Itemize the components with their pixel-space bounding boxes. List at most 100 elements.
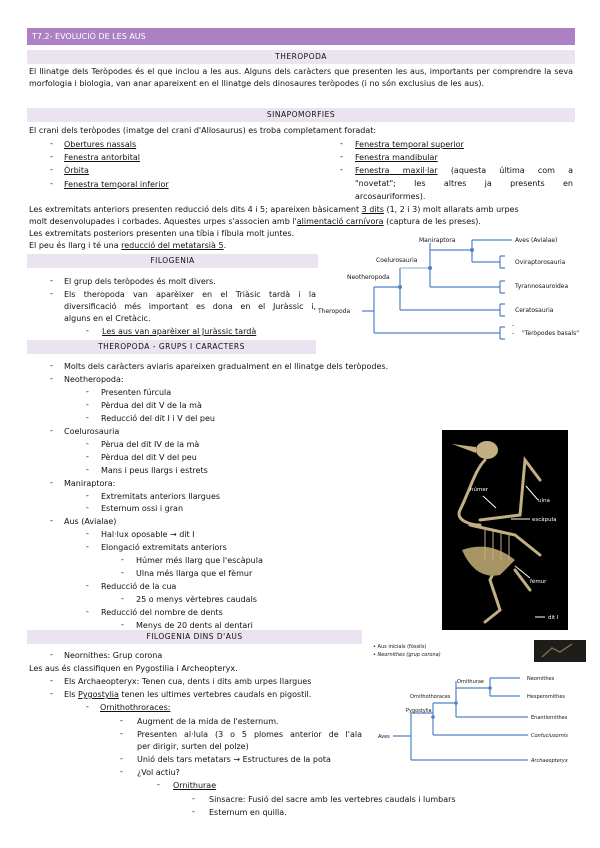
bullet: -	[86, 607, 89, 617]
bullet: -	[50, 477, 53, 487]
grups-item: Aus (Avialae)	[64, 517, 117, 527]
bullet: -	[340, 139, 343, 148]
grups-item: Molts dels caràcters aviaris apareixen g…	[64, 362, 389, 371]
aus-item: Presenten al·lula (3 o 5 plomes anterior…	[137, 730, 362, 739]
tree-branch	[429, 243, 500, 288]
bullet: -	[50, 361, 53, 370]
bullet: -	[86, 490, 89, 500]
grups-item: Reducció del dit I i V del peu	[101, 413, 215, 423]
label-escapula: escàpula	[532, 516, 557, 523]
grups-item: 25 o menys vèrtebres caudals	[136, 595, 257, 605]
fossil-image	[534, 640, 586, 662]
bullet: -	[121, 594, 124, 604]
arrow	[482, 495, 497, 509]
tree-node	[454, 701, 458, 705]
text: 3 dits	[361, 205, 384, 214]
text: El peu és llarg i té una	[29, 241, 122, 250]
clade-label-oviraptorosauria: Oviraptorosauria	[515, 259, 566, 266]
bullet: -	[120, 767, 123, 776]
clade-label-archaeopteryx: Archaeopteryx	[530, 758, 568, 764]
tree-branch	[455, 681, 528, 718]
text: Pygostylia	[78, 690, 119, 699]
bullet: -	[50, 516, 53, 526]
bullet: -	[86, 438, 89, 448]
extremitats-line: El peu és llarg i té una reducció del me…	[29, 241, 226, 251]
crani-item: Fenestra temporal superior	[355, 140, 464, 149]
grups-item: Esternum ossi i gran	[101, 504, 184, 514]
text: Les extremitats anteriors presenten redu…	[29, 205, 362, 214]
grups-item: Pèrdua del dit V del peu	[101, 452, 197, 462]
text: molt desenvolupades i corbades. Aquestes…	[29, 217, 297, 226]
grups-item: Húmer més llarg que l'escàpula	[136, 556, 263, 566]
aus-item: Augment de la mida de l'esternum.	[137, 717, 279, 726]
extremitats-line: Les extremitats posteriors presenten una…	[29, 229, 295, 238]
filogenia-item: El grup dels teròpodes és molt divers.	[64, 277, 216, 286]
section-header-filogenia: FILOGENIA	[27, 254, 318, 268]
dash: -	[512, 330, 514, 337]
crani-note: (aquesta última com a	[450, 166, 574, 175]
section-header-theropoda: THEROPODA	[27, 50, 575, 64]
aus-item: ¿Vol actiu?	[137, 768, 180, 777]
clade-label-ornithurae: Ornithurae	[457, 679, 484, 685]
clade-label-aves: Aves (Avialae)	[515, 237, 557, 244]
grups-item: Reducció de la cua	[101, 582, 177, 592]
label-ulna: ulna	[538, 498, 550, 504]
crani-item: Fenestra antorbital	[64, 153, 140, 162]
bullet: -	[50, 373, 53, 383]
tree-branch	[432, 702, 528, 736]
extremitats-line: Les extremitats anteriors presenten redu…	[29, 205, 519, 215]
grups-item: Mans i peus llargs i estrets	[101, 465, 208, 475]
grups-item: Pèrua del dit IV de la mà	[101, 439, 200, 449]
tree-terminal-brackets	[499, 255, 505, 340]
grups-item: Coelurosauria	[64, 426, 120, 436]
bullet: -	[192, 807, 195, 816]
bullet: -	[86, 326, 89, 335]
clade-label-confuciusornis: Confuciusornis	[531, 733, 568, 739]
clade-label-enantiornithes: Enantiornithes	[531, 715, 568, 721]
bullet: -	[50, 425, 53, 435]
clade-label-theropoda: Theropoda	[317, 308, 350, 315]
clade-label-maniraptora: Maniraptora	[419, 237, 456, 244]
bullet: -	[86, 412, 89, 422]
bullet: -	[86, 503, 89, 513]
filogenia-item: alguns en el Cretàcic.	[64, 314, 151, 323]
bullet: -	[50, 165, 53, 174]
bullet: -	[50, 179, 53, 188]
aus-item: Sinsacre: Fusió del sacre amb les verteb…	[209, 795, 456, 804]
note-neornithes: • Neornithes (grup corona)	[373, 652, 441, 658]
bullet: -	[121, 568, 124, 578]
filogenia-item: Les aus van aparèixer al Juràssic tardà	[102, 327, 257, 336]
tree-node	[398, 285, 402, 289]
dash: -	[512, 322, 514, 329]
bullet: -	[86, 581, 89, 591]
text: Aus inicials (fòssils)	[378, 643, 427, 650]
grups-item: Elongació extremitats anteriors	[101, 543, 227, 553]
tree-node	[428, 266, 432, 270]
grups-item: Hal·lux oposable → dit I	[101, 530, 195, 540]
bullet: -	[50, 152, 53, 161]
arrow	[525, 485, 539, 501]
bullet: -	[120, 716, 123, 725]
text: reducció del metatarsià 5	[121, 241, 224, 250]
bullet: -	[86, 451, 89, 461]
aus-item: Ornithurae	[173, 781, 217, 790]
section-header-filogenia-aus: FILOGENIA DINS D'AUS	[27, 630, 362, 644]
extremitats-line: molt desenvolupades i corbades. Aquestes…	[29, 217, 481, 227]
crani-intro: El crani dels teròpodes (imatge del cran…	[29, 126, 377, 135]
bird-skeleton-image: húmer ulna escàpula fèmur dit I	[442, 430, 568, 630]
bullet: -	[86, 542, 89, 552]
bullet: -	[120, 729, 123, 738]
tree-branch	[362, 286, 500, 334]
bullet: -	[86, 702, 89, 711]
page-title: T7.2- EVOLUCIÓ DE LES AUS	[27, 28, 575, 45]
bullet: -	[86, 464, 89, 474]
fossil-image-detail	[541, 643, 573, 658]
tree-branch	[399, 268, 500, 311]
bullet: -	[192, 794, 195, 803]
bullet: -	[50, 650, 53, 659]
bullet: -	[86, 529, 89, 539]
crani-item: Obertures nassals	[64, 140, 137, 149]
grups-item: Reducció del nombre de dents	[101, 608, 223, 618]
text: .	[223, 241, 227, 250]
